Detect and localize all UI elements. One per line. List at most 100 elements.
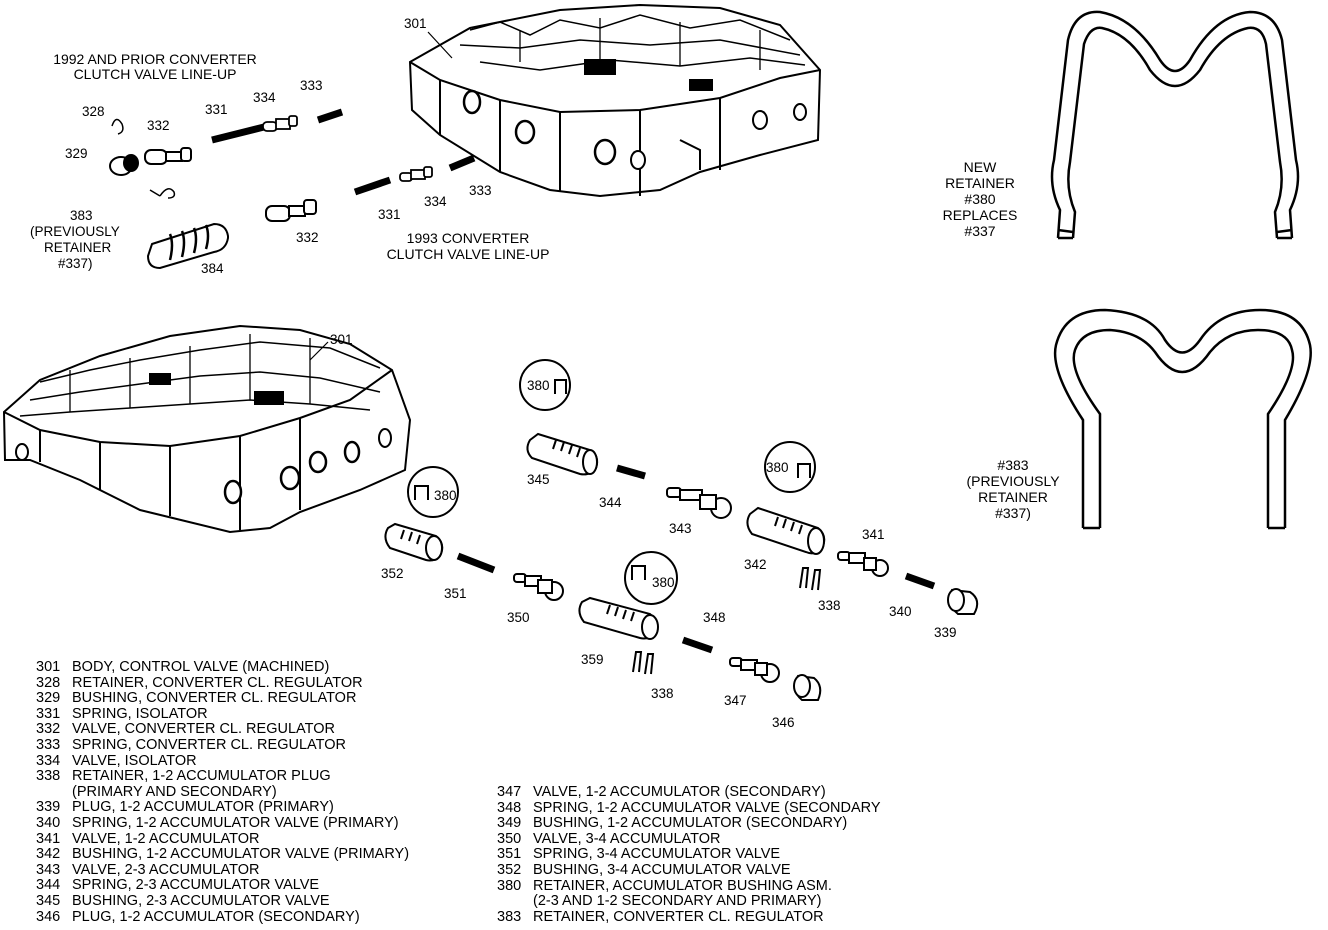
legend-number: 341: [36, 830, 61, 847]
bushing-384: [146, 222, 229, 270]
legend-number: 343: [36, 861, 61, 878]
circle-380-c: 380: [764, 441, 816, 493]
valve-350: [513, 573, 564, 601]
control-valve-body-upper: [408, 3, 822, 198]
caption-retainer-383-line2: (PREVIOUSLY: [966, 473, 1060, 489]
legend-number: 301: [36, 659, 61, 675]
legend-text: BUSHING, CONVERTER CL. REGULATOR: [72, 690, 357, 707]
retainer-380-new-drawing: [1050, 10, 1300, 240]
legend-number: 334: [36, 752, 61, 769]
spring-344: [616, 464, 646, 480]
circle-380-d: 380: [624, 551, 678, 605]
legend-row: (PRIMARY AND SECONDARY): [36, 783, 409, 801]
callout-334-lower: 334: [424, 194, 447, 209]
bushing-352: [384, 522, 444, 562]
legend-number: 328: [36, 674, 61, 691]
circle-380-c-label: 380: [766, 460, 789, 475]
valve-332-lower: [265, 199, 317, 222]
legend-row: (2-3 AND 1-2 SECONDARY AND PRIMARY): [497, 893, 881, 910]
callout-352: 352: [381, 566, 404, 581]
valve-341: [837, 551, 889, 577]
retainer-328: [111, 118, 124, 135]
retainer-338-b: [632, 651, 655, 675]
legend-text: PLUG, 1-2 ACCUMULATOR (SECONDARY): [72, 908, 360, 925]
callout-332-lower: 332: [296, 230, 319, 245]
legend-text: SPRING, ISOLATOR: [72, 705, 208, 722]
spring-340: [904, 572, 936, 590]
callout-301-upper: 301: [404, 16, 427, 31]
callout-351: 351: [444, 586, 467, 601]
valve-334-lower: [399, 166, 433, 182]
bushing-342: [746, 506, 826, 555]
legend-number: 345: [36, 892, 61, 909]
callout-331-lower: 331: [378, 207, 401, 222]
retainer-383-clip: [149, 188, 176, 199]
legend-row: 344 SPRING, 2-3 ACCUMULATOR VALVE: [36, 878, 409, 894]
legend-row: 329 BUSHING, CONVERTER CL. REGULATOR: [36, 690, 409, 707]
caption-1993-lineup-line2: CLUTCH VALVE LINE-UP: [387, 246, 550, 262]
legend-number: 352: [497, 861, 522, 878]
spring-333-lower: [448, 154, 476, 172]
legend-number: 340: [36, 814, 61, 831]
bushing-345: [526, 432, 599, 476]
legend-number: 333: [36, 736, 61, 753]
circle-380-d-label: 380: [652, 575, 675, 590]
legend-text: PLUG, 1-2 ACCUMULATOR (PRIMARY): [72, 799, 334, 816]
plug-339: [947, 588, 979, 615]
legend-number: 344: [36, 877, 61, 894]
circle-380-a: 380: [519, 359, 571, 411]
spring-348: [681, 636, 714, 654]
legend-number: 329: [36, 690, 61, 707]
spring-333-upper: [316, 108, 344, 124]
caption-1993-lineup-line1: 1993 CONVERTER: [407, 230, 530, 246]
legend-row: 333 SPRING, CONVERTER CL. REGULATOR: [36, 736, 409, 754]
legend-number: 346: [36, 908, 61, 925]
legend-text: RETAINER, CONVERTER CL. REGULATOR: [533, 908, 824, 925]
legend-number: 342: [36, 846, 61, 863]
callout-383-line2: (PREVIOUSLY: [30, 224, 120, 239]
callout-383-line4: #337): [58, 256, 93, 271]
legend-number: 348: [497, 799, 522, 816]
legend-text: SPRING, 2-3 ACCUMULATOR VALVE: [72, 877, 320, 894]
legend-number: 380: [497, 877, 522, 894]
legend-number: 331: [36, 705, 61, 722]
circle-380-a-label: 380: [527, 378, 550, 393]
valve-334-upper: [262, 115, 298, 132]
legend-row: 331 SPRING, ISOLATOR: [36, 705, 409, 723]
callout-350: 350: [507, 610, 530, 625]
legend-text: VALVE, CONVERTER CL. REGULATOR: [72, 721, 335, 738]
callout-341: 341: [862, 527, 885, 542]
callout-340: 340: [889, 604, 912, 619]
legend-row: 380 RETAINER, ACCUMULATOR BUSHING ASM.: [497, 877, 881, 895]
spring-331-upper: [211, 123, 265, 144]
bushing-329: [109, 154, 139, 176]
caption-new-retainer-line1: NEW: [964, 159, 997, 175]
legend-number: 350: [497, 830, 522, 847]
callout-384: 384: [201, 261, 224, 276]
legend-text: (PRIMARY AND SECONDARY): [72, 783, 277, 800]
legend-text: SPRING, CONVERTER CL. REGULATOR: [72, 736, 346, 753]
circle-380-b: 380: [407, 466, 459, 518]
callout-346: 346: [772, 715, 795, 730]
callout-301-lower: 301: [330, 332, 353, 347]
legend-text: (2-3 AND 1-2 SECONDARY AND PRIMARY): [533, 893, 822, 910]
plug-346: [793, 674, 822, 701]
caption-retainer-383-line4: #337): [995, 505, 1031, 521]
callout-342: 342: [744, 557, 767, 572]
legend-text: RETAINER, ACCUMULATOR BUSHING ASM.: [533, 877, 832, 894]
legend-text: SPRING, 1-2 ACCUMULATOR VALVE (SECONDARY: [533, 799, 881, 816]
legend-text: VALVE, 1-2 ACCUMULATOR (SECONDARY): [533, 784, 826, 800]
callout-343: 343: [669, 521, 692, 536]
legend-text: BUSHING, 1-2 ACCUMULATOR (SECONDARY): [533, 815, 848, 832]
callout-344: 344: [599, 495, 622, 510]
